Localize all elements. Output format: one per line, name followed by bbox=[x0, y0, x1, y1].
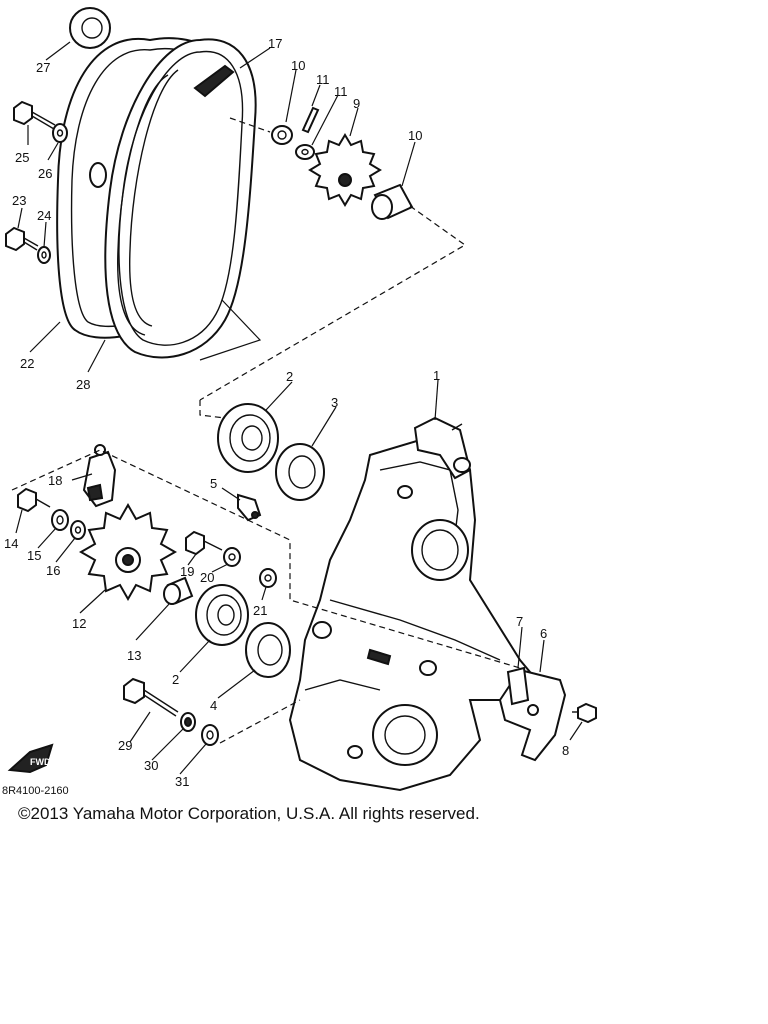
washer-17 bbox=[51, 509, 69, 531]
callout-2-upper: 2 bbox=[286, 369, 293, 384]
callout-3: 3 bbox=[331, 395, 338, 410]
callout-33: 31 bbox=[175, 774, 189, 789]
washer-26 bbox=[37, 246, 51, 264]
callout-16: 14 bbox=[4, 536, 18, 551]
parts-diagram: FWD 8R4100-2160 27 17 10 11 11 9 10 25 2… bbox=[2, 7, 597, 797]
fwd-label: FWD bbox=[30, 757, 51, 767]
bolt-27 bbox=[13, 100, 56, 130]
bolt-21 bbox=[185, 530, 223, 556]
bearing-2-upper bbox=[217, 403, 279, 473]
callout-15: 13 bbox=[127, 648, 141, 663]
bolt-25 bbox=[5, 226, 39, 252]
washer-23 bbox=[259, 568, 277, 588]
collar-12 bbox=[271, 125, 293, 145]
callout-17: 15 bbox=[27, 548, 41, 563]
callout-6: 6 bbox=[540, 626, 547, 641]
chain-case-housing bbox=[288, 438, 547, 792]
fwd-arrow-icon: FWD bbox=[7, 743, 54, 774]
washer-22 bbox=[223, 547, 241, 567]
callout-28: 26 bbox=[38, 166, 52, 181]
callout-4: 4 bbox=[210, 698, 217, 713]
callout-24: 22 bbox=[20, 356, 34, 371]
oil-seal-4 bbox=[245, 622, 291, 678]
callouts: 27 17 10 11 11 9 10 25 26 23 24 22 28 2 … bbox=[4, 36, 583, 789]
chain-guide-20 bbox=[82, 444, 117, 508]
callout-5: 5 bbox=[210, 476, 217, 491]
washer-28 bbox=[52, 123, 68, 143]
callout-29: 27 bbox=[36, 60, 50, 75]
chain-case-gasket bbox=[104, 38, 257, 359]
bracket-1 bbox=[413, 416, 472, 480]
callout-30: 28 bbox=[76, 377, 90, 392]
sprocket-9 bbox=[308, 133, 382, 207]
callout-23: 21 bbox=[253, 603, 267, 618]
callout-2-lower: 2 bbox=[172, 672, 179, 687]
callout-25: 23 bbox=[12, 193, 26, 208]
callout-7: 7 bbox=[516, 614, 523, 629]
washer-33 bbox=[201, 724, 219, 746]
pin-13 bbox=[301, 106, 320, 134]
oil-seal-3 bbox=[275, 443, 325, 501]
oil-seal-29 bbox=[69, 7, 111, 49]
bolt-8 bbox=[572, 702, 597, 724]
callout-11: 11 bbox=[334, 84, 348, 99]
bolt-16 bbox=[17, 487, 51, 513]
fitting-5 bbox=[237, 493, 262, 522]
shim-7 bbox=[506, 666, 530, 706]
callout-20: 18 bbox=[48, 473, 62, 488]
callout-9: 9 bbox=[353, 96, 360, 111]
callout-1: 1 bbox=[433, 368, 440, 383]
callout-18: 16 bbox=[46, 563, 60, 578]
callout-8: 8 bbox=[562, 743, 569, 758]
diagram-code: 8R4100-2160 bbox=[2, 785, 69, 797]
sprocket-14 bbox=[78, 502, 178, 602]
callout-31: 29 bbox=[118, 738, 132, 753]
collar-10 bbox=[371, 183, 414, 220]
callout-19: 17 bbox=[268, 36, 282, 51]
copyright-notice: ©2013 Yamaha Motor Corporation, U.S.A. A… bbox=[18, 804, 480, 823]
bolt-31 bbox=[123, 677, 179, 717]
bearing-2-lower bbox=[195, 584, 249, 646]
washer-18 bbox=[70, 520, 86, 540]
callout-21: 19 bbox=[180, 564, 194, 579]
callout-27: 25 bbox=[15, 150, 29, 165]
washer-11 bbox=[295, 144, 315, 160]
callout-22: 20 bbox=[200, 570, 214, 585]
callout-32: 30 bbox=[144, 758, 158, 773]
callout-10: 10 bbox=[408, 128, 422, 143]
drive-chain bbox=[117, 64, 235, 336]
callout-14: 12 bbox=[72, 616, 86, 631]
washer-32 bbox=[180, 712, 196, 732]
callout-26: 24 bbox=[37, 208, 51, 223]
callout-13: 11 bbox=[316, 72, 330, 87]
collar-15 bbox=[163, 576, 194, 605]
callout-12: 10 bbox=[291, 58, 305, 73]
